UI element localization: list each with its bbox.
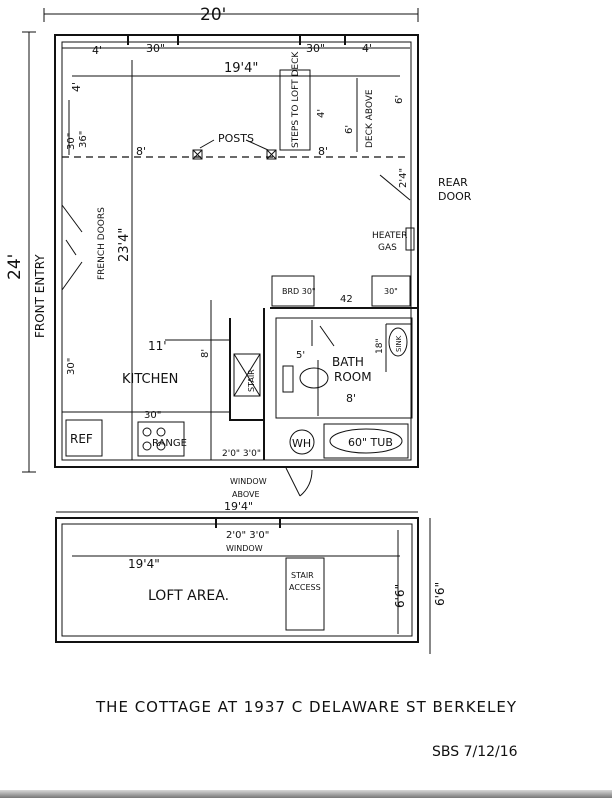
dim-left-3030: 30" — [66, 133, 77, 150]
heater: HEATER GAS — [372, 227, 415, 253]
dim-bath-18: 18" — [375, 338, 385, 354]
deck-above-label: DECK ABOVE — [365, 89, 375, 148]
stair-label: STAIR — [247, 369, 256, 392]
post-right — [266, 149, 277, 160]
bath-door-swing — [285, 467, 313, 497]
dim-bath-8: 8' — [346, 392, 356, 405]
french-doors: FRENCH DOORS — [61, 204, 107, 291]
heater-label: HEATER — [372, 231, 407, 241]
stair-access: STAIR ACCESS — [285, 557, 325, 631]
dim-loft-height-b: 6'6" — [433, 582, 447, 606]
rear-door: 2'4" REAR DOOR — [379, 156, 472, 203]
overall-width-label: 20' — [200, 5, 226, 25]
window-above-label-1: WINDOW — [230, 477, 267, 486]
gas-label: GAS — [378, 243, 397, 253]
cabinet-a: BRD 30" — [282, 287, 316, 296]
signature: SBS 7/12/16 — [432, 744, 518, 760]
bathroom: 5' BATH ROOM 8' 18" SINK WH 60" TUB — [275, 317, 413, 459]
post-left — [192, 149, 203, 160]
loft-edge-line: POSTS 8' 8' — [62, 132, 410, 160]
dim-steps-width: 4' — [316, 109, 327, 118]
overall-width-dimension: 20' — [43, 5, 419, 25]
dim-counter-30: 30" — [144, 410, 161, 421]
dim-loft-height: 6'6" — [393, 584, 407, 608]
dim-posts-left-8: 8' — [136, 145, 146, 158]
stair-access-label-1: STAIR — [291, 571, 314, 580]
kitchen-bath-partitions: BRD 30" 30" 42 — [229, 275, 418, 460]
steps-to-loft-deck: STEPS TO LOFT DECK 4' 6' DECK ABOVE 6' — [279, 51, 405, 152]
dim-top-right-4: 4' — [362, 42, 372, 55]
dim-interior-depth: 23'4" — [117, 228, 132, 262]
drawing-title: THE COTTAGE AT 1937 C DELAWARE ST BERKEL… — [95, 698, 517, 716]
dim-window-2030: 2'0" 3'0" — [222, 449, 261, 459]
posts-label: POSTS — [218, 132, 254, 145]
kitchen-label: KITCHEN — [122, 372, 178, 387]
dim-loft-top: 19'4" — [224, 500, 253, 513]
dim-left-30: 30" — [66, 358, 77, 375]
top-windows: 4' 30" 30" 4' — [62, 35, 410, 57]
ref-label: REF — [70, 432, 93, 446]
range-label: RANGE — [152, 438, 187, 449]
dim-right-6b: 6' — [394, 95, 405, 104]
dim-top-left-4: 4' — [92, 44, 102, 57]
kitchen-area: 11' 8' KITCHEN 30" REF RANGE 30" 2'0" 3'… — [62, 300, 261, 460]
loft-window-label: WINDOW — [226, 544, 263, 553]
loft-dimension-top: 19'4" — [56, 500, 418, 513]
interior-depth-dimension: 23'4" — [117, 60, 133, 460]
dim-top-left-30: 30" — [146, 42, 165, 55]
dim-right-6: 6' — [344, 125, 355, 134]
interior-width-dimension: 19'4" — [72, 61, 400, 77]
window-above-label-2: ABOVE — [232, 490, 260, 499]
bath-room-label-1: BATH — [332, 355, 364, 369]
stair-access-label-2: ACCESS — [289, 583, 321, 592]
dim-kitchen-depth: 8' — [200, 349, 211, 358]
front-entry-label: FRONT ENTRY — [33, 254, 47, 338]
overall-depth-label: 24' — [5, 254, 25, 280]
rear-door-label-2: DOOR — [438, 190, 472, 203]
dim-rear-door: 2'4" — [398, 168, 409, 188]
dim-posts-right-8: 8' — [318, 145, 328, 158]
rear-door-label-1: REAR — [438, 176, 468, 189]
bath-room-label-2: ROOM — [334, 370, 372, 384]
cabinet-b: 30" — [384, 287, 398, 296]
scan-edge — [0, 790, 612, 798]
dim-interior-width: 19'4" — [224, 61, 258, 76]
dim-loft-window: 2'0" 3'0" — [226, 530, 269, 541]
loft-area-label: LOFT AREA. — [148, 588, 229, 604]
dim-left-3030b: 36" — [78, 131, 89, 148]
loft-walls — [55, 517, 419, 643]
dim-loft-width: 19'4" — [128, 557, 160, 571]
overall-depth-dimension: 24' FRONT ENTRY — [5, 31, 47, 473]
dim-bath-42: 42 — [340, 294, 353, 305]
dim-kitchen-width: 11' — [148, 339, 167, 353]
dim-bath-depth: 5' — [296, 350, 305, 361]
main-floor-walls — [54, 34, 419, 468]
wh-label: WH — [292, 437, 311, 450]
stair-box: STAIR — [233, 353, 261, 397]
dim-left-4: 4' — [70, 82, 83, 92]
tub-label: 60" TUB — [348, 436, 393, 449]
sink-label: SINK — [395, 335, 403, 352]
dim-top-right-30: 30" — [306, 42, 325, 55]
steps-label: STEPS TO LOFT DECK — [291, 51, 301, 148]
loft-width-dimension: 19'4" — [72, 555, 400, 571]
french-doors-label: FRENCH DOORS — [97, 207, 107, 280]
